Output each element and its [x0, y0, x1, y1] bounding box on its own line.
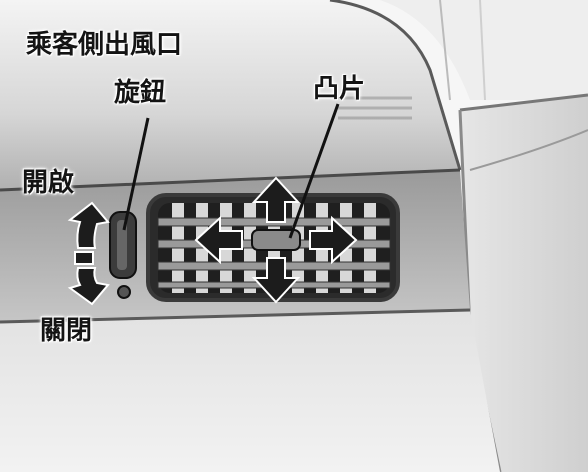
close-label: 關閉 [40, 316, 93, 346]
page-title: 乘客側出風口 [26, 30, 183, 60]
knob-leader-line [122, 117, 150, 231]
dashboard-top-surface [0, 0, 460, 190]
open-label: 開啟 [22, 168, 75, 198]
dashboard-right-block [460, 95, 588, 472]
fin-leader-line [288, 103, 340, 239]
vent-fin-tab[interactable] [251, 229, 301, 251]
dashboard-lower-surface [0, 310, 500, 472]
faint-logo [338, 96, 412, 120]
double-headed-horizontal-arrow-icon [194, 215, 358, 265]
vent-knob[interactable] [109, 211, 137, 299]
rotation-arrow-icon [67, 201, 110, 306]
fin-label: 凸片 [313, 74, 366, 104]
double-headed-vertical-arrow-icon [251, 176, 301, 304]
knob-label: 旋鈕 [114, 78, 167, 108]
